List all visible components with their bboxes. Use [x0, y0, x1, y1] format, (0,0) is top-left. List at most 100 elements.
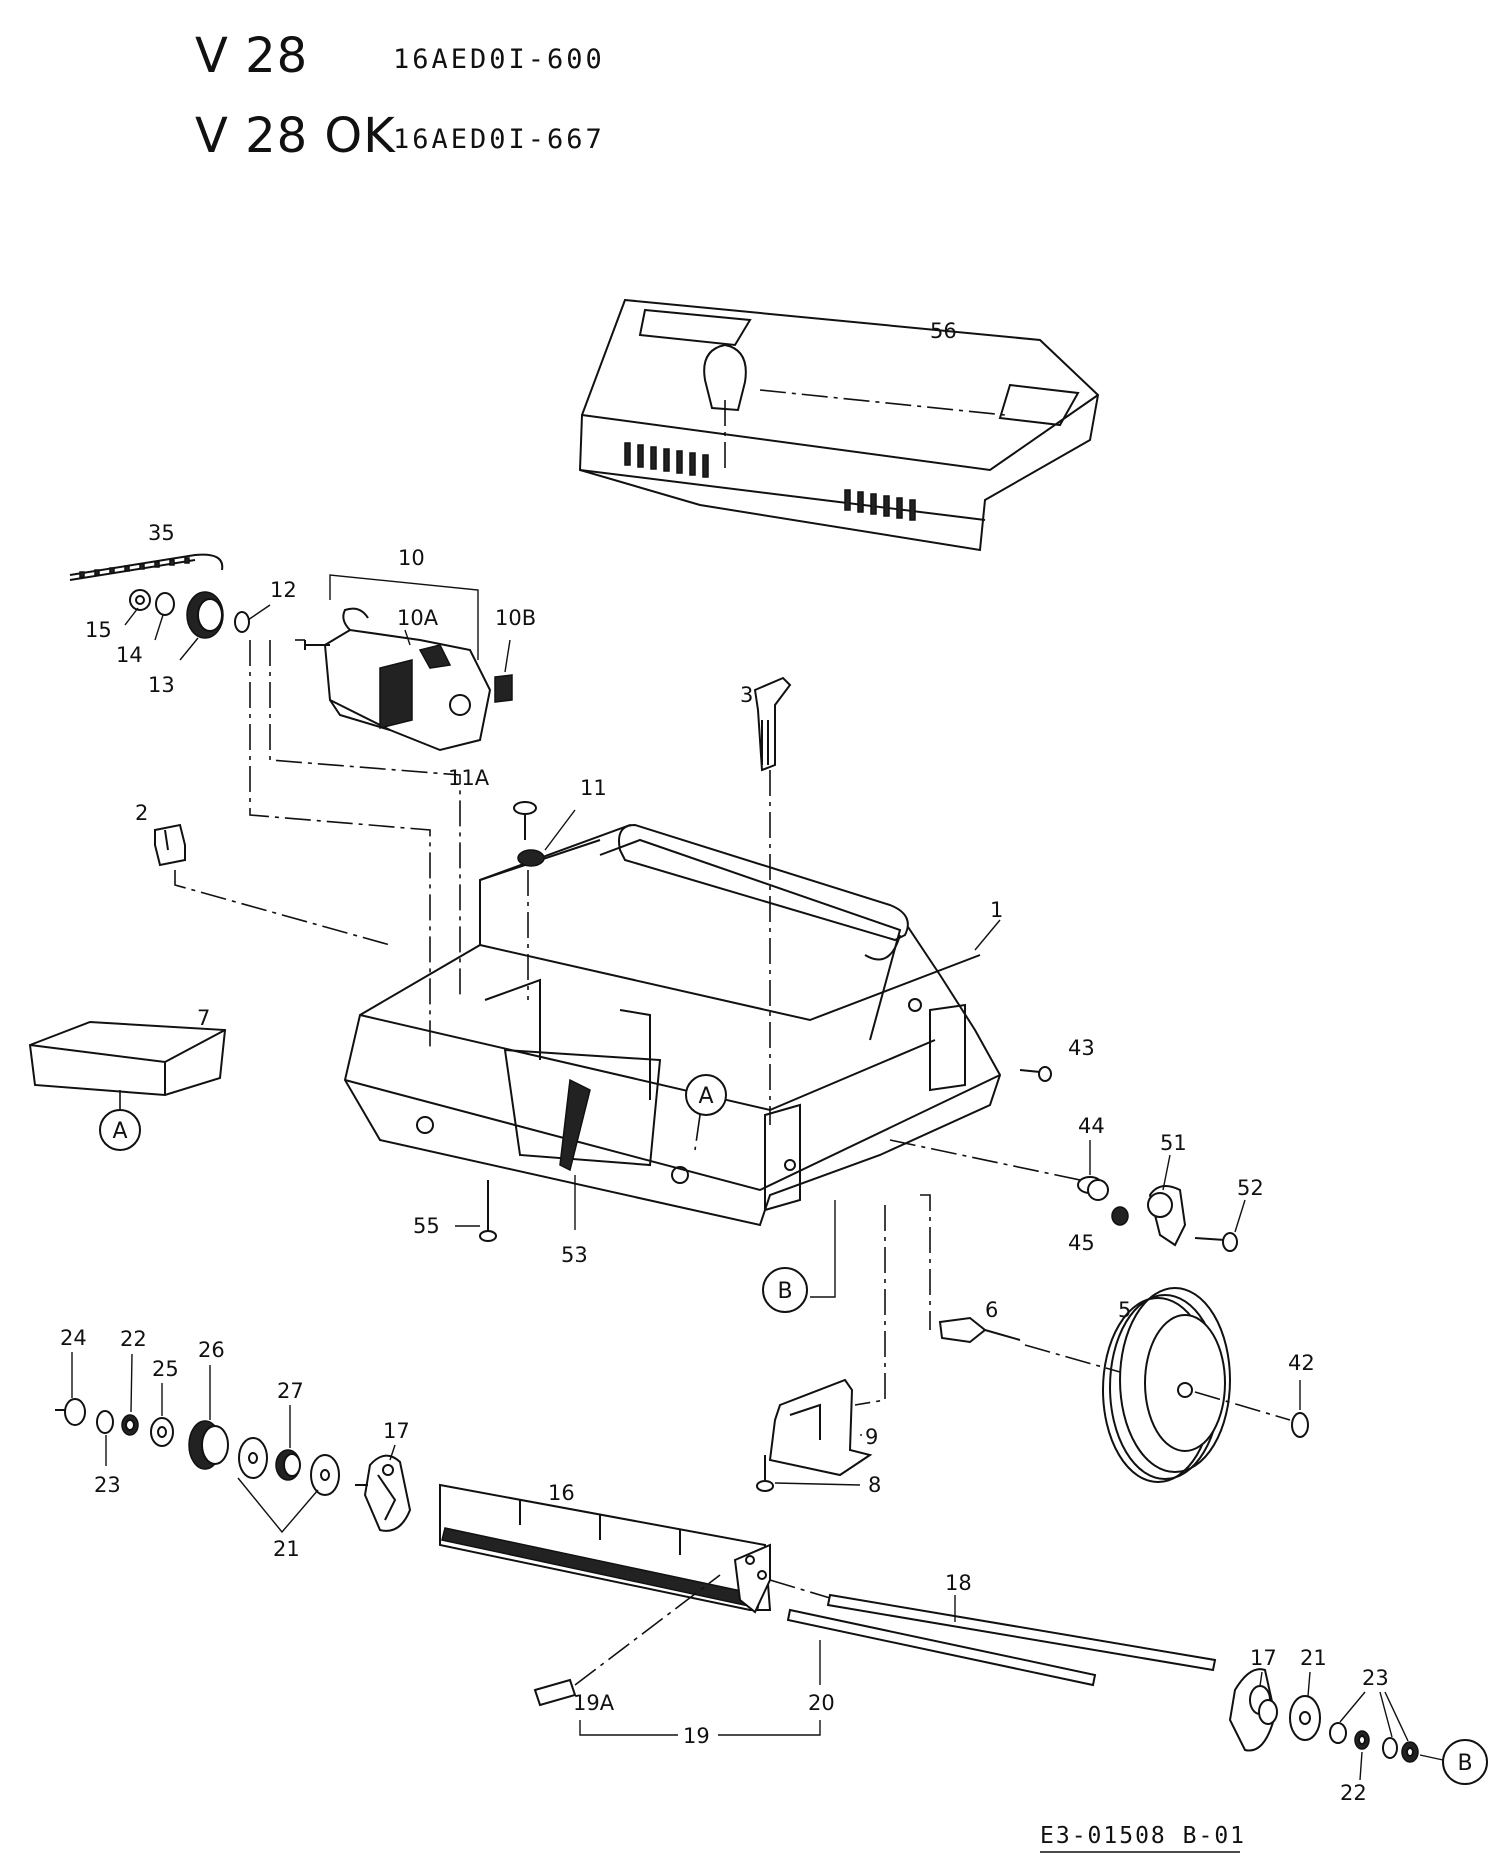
ref-b-housing: B [762, 1267, 808, 1313]
callout-53: 53 [561, 1243, 588, 1267]
filter-part-7 [28, 1020, 227, 1097]
washer-part-22-left [121, 1414, 139, 1436]
belt-part-35 [69, 553, 224, 581]
svg-text:B: B [1457, 1751, 1472, 1776]
callout-7: 7 [197, 1006, 210, 1030]
ref-a-housing: A [685, 1074, 727, 1116]
callout-51: 51 [1160, 1131, 1187, 1155]
callout-3: 3 [740, 683, 753, 707]
svg-text:A: A [112, 1119, 127, 1144]
model-code-v28: 16AED0I-600 [393, 44, 605, 75]
callout-19a: 19A [573, 1691, 615, 1715]
screw-part-11a [513, 801, 537, 840]
axle-pin-part-6 [938, 1316, 1021, 1344]
wheel-part-5 [1102, 1287, 1231, 1483]
svg-text:B: B [777, 1279, 792, 1304]
screw-part-8 [756, 1455, 774, 1492]
motor-part-10 [304, 607, 513, 752]
callout-22-left: 22 [120, 1327, 147, 1351]
shaft-part-20 [786, 1608, 1097, 1687]
callout-15: 15 [85, 618, 112, 642]
callout-27: 27 [277, 1379, 304, 1403]
callout-24: 24 [60, 1326, 87, 1350]
callout-21-left: 21 [273, 1537, 300, 1561]
callout-11a: 11A [448, 766, 490, 790]
callout-20: 20 [808, 1691, 835, 1715]
callout-10b: 10B [495, 606, 536, 630]
callout-23-right: 23 [1362, 1666, 1389, 1690]
svg-text:A: A [698, 1084, 713, 1109]
reel-part-16 [439, 1483, 772, 1614]
cover-part-56 [578, 298, 1100, 552]
callout-17-right: 17 [1250, 1646, 1277, 1670]
washer-part-21-right [1289, 1695, 1321, 1741]
callout-11: 11 [580, 776, 607, 800]
bearing-part-27 [275, 1449, 301, 1481]
bolt-part-24 [55, 1398, 86, 1426]
flange-part-17-right [1228, 1668, 1278, 1752]
pulley-part-13 [186, 591, 224, 639]
washer-part-22-right [1354, 1730, 1370, 1750]
nut-part-15 [129, 589, 151, 611]
callout-25: 25 [152, 1357, 179, 1381]
screw-part-55 [479, 1180, 497, 1242]
callout-1: 1 [990, 898, 1003, 922]
cap-part-42 [1291, 1412, 1309, 1438]
screw-part-43 [1019, 1066, 1052, 1082]
callout-14: 14 [116, 643, 143, 667]
callout-8: 8 [868, 1473, 881, 1497]
callout-9: 9 [865, 1425, 878, 1449]
blade-part-19a [533, 1678, 577, 1707]
model-code-v28-ok: 16AED0I-667 [393, 124, 605, 155]
ref-a-left: A [99, 1109, 141, 1151]
washer-part-23-right-b [1382, 1737, 1398, 1759]
callout-13: 13 [148, 673, 175, 697]
screw-part-52 [1194, 1232, 1238, 1252]
cover-vents-right [844, 489, 916, 521]
callout-10a: 10A [397, 606, 439, 630]
ref-b-shaft: B [1442, 1739, 1488, 1785]
callout-2: 2 [135, 801, 148, 825]
pulley-part-26 [188, 1420, 229, 1470]
callout-12: 12 [270, 578, 297, 602]
callout-43: 43 [1068, 1036, 1095, 1060]
drawing-number: E3-01508 B-01 [1040, 1823, 1246, 1849]
shaft-part-18 [826, 1593, 1217, 1672]
callout-35: 35 [148, 521, 175, 545]
washer-part-21-left-a [238, 1437, 268, 1479]
bracket-part-9 [768, 1378, 873, 1477]
callout-6: 6 [985, 1298, 998, 1322]
callout-22-right: 22 [1340, 1781, 1367, 1805]
spacer-part-44 [1077, 1176, 1109, 1201]
callout-56: 56 [930, 319, 957, 343]
callout-18: 18 [945, 1571, 972, 1595]
callout-26: 26 [198, 1338, 225, 1362]
callout-19: 19 [683, 1724, 710, 1748]
callout-45: 45 [1068, 1231, 1095, 1255]
washer-part-23-right-c [1401, 1741, 1419, 1763]
callout-42: 42 [1288, 1351, 1315, 1375]
flange-part-17-left [355, 1454, 412, 1532]
model-title-v28-ok: V 28 OK [195, 108, 396, 164]
callout-10: 10 [398, 546, 425, 570]
nut-part-45 [1111, 1206, 1129, 1226]
callout-17-left: 17 [383, 1419, 410, 1443]
model-title-v28: V 28 [195, 28, 309, 84]
clip-part-2 [154, 823, 186, 867]
washer-part-25 [150, 1417, 174, 1447]
callout-44: 44 [1078, 1114, 1105, 1138]
bracket-part-51 [1147, 1185, 1187, 1247]
cover-vents-left [624, 442, 709, 478]
housing-part-1 [343, 823, 1002, 1227]
bushing-part-11 [517, 849, 545, 867]
guide-part-3 [753, 676, 792, 772]
washer-part-23-left [96, 1410, 114, 1434]
callout-52: 52 [1237, 1176, 1264, 1200]
washer-part-12 [234, 611, 250, 633]
callout-21-right: 21 [1300, 1646, 1327, 1670]
callout-55: 55 [413, 1214, 440, 1238]
washer-part-14 [155, 592, 175, 616]
callout-23-left: 23 [94, 1473, 121, 1497]
washer-part-21-left-b [310, 1454, 340, 1496]
